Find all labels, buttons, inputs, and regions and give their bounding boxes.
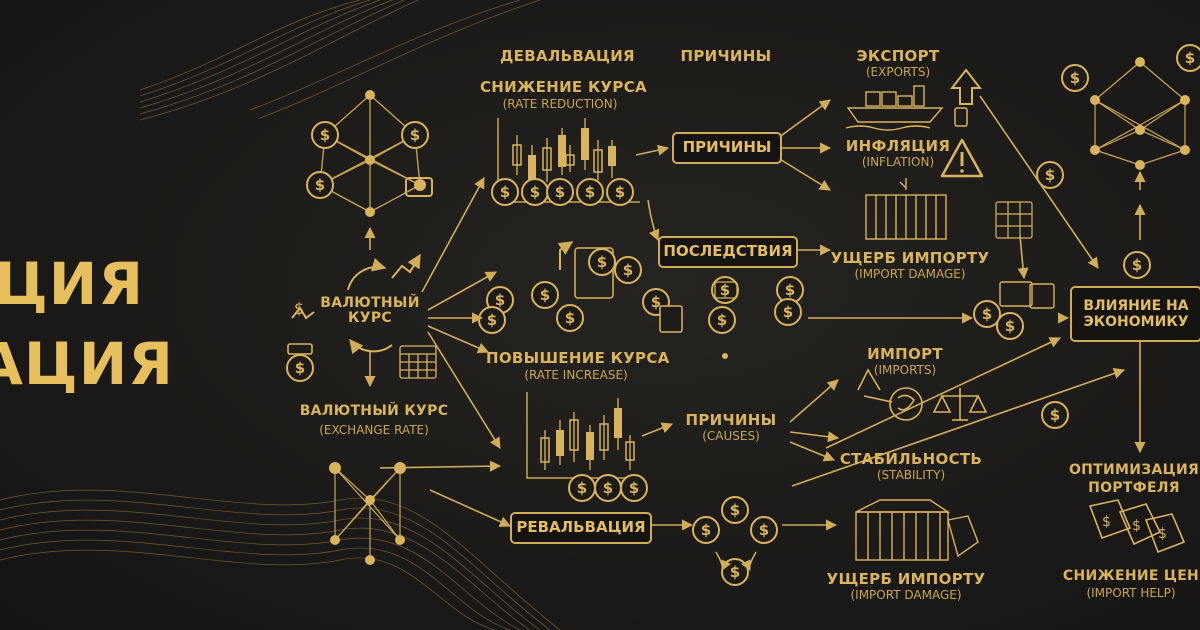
causes-header: ПРИЧИНЫ bbox=[680, 47, 772, 65]
causes-label-en: (CAUSES) bbox=[702, 429, 760, 443]
warning-icon bbox=[940, 138, 984, 178]
network-icon-bottom bbox=[334, 467, 401, 560]
exchange-rate-caption: ВАЛЮТНЫЙ КУРС bbox=[299, 403, 449, 419]
svg-text:$: $ bbox=[1132, 518, 1141, 534]
stability-label: СТАБИЛЬНОСТЬ bbox=[839, 450, 983, 468]
dollar-coin-icon bbox=[306, 171, 334, 199]
network-nodes-top bbox=[306, 90, 433, 217]
rate-reduction-label: СНИЖЕНИЕ КУРСА bbox=[480, 78, 647, 96]
exchange-rate-node: ВАЛЮТНЫЙ КУРС bbox=[320, 295, 420, 327]
consequences-box: ПОСЛЕДСТВИЯ bbox=[658, 236, 798, 268]
import-damage-bottom-label: УЩЕРБ ИМПОРТУ bbox=[826, 570, 986, 588]
candlestick-chart-icon-middle bbox=[526, 392, 648, 502]
export-label: ЭКСПОРТ bbox=[856, 47, 940, 65]
rate-reduction-label-en: (RATE REDUCTION) bbox=[502, 97, 618, 111]
wave-lines-top bbox=[139, 0, 541, 121]
rate-increase-label-en: (RATE INCREASE) bbox=[524, 368, 628, 382]
causes-box: ПРИЧИНЫ bbox=[672, 132, 782, 164]
imports-label-en: (IMPORTS) bbox=[873, 363, 937, 377]
devaluation-header: ДЕВАЛЬВАЦИЯ bbox=[500, 47, 635, 65]
export-up-arrow-icon bbox=[949, 68, 983, 127]
candlestick-chart-icon-top bbox=[491, 118, 640, 206]
dollar-coin-icon bbox=[286, 354, 314, 382]
coin-cycle-icon bbox=[692, 496, 778, 586]
rate-increase-label: ПОВЫШЕНИЕ КУРСА bbox=[486, 349, 670, 367]
hero-title-line2: АЦИЯ bbox=[0, 330, 174, 398]
price-tags-icon: $ $ $ bbox=[1088, 499, 1186, 554]
flow-arrows bbox=[364, 95, 1146, 531]
inflation-label-en: (INFLATION) bbox=[861, 155, 935, 169]
network-icon-top bbox=[319, 94, 421, 213]
imports-scale-icon bbox=[857, 368, 988, 421]
dollar-coin-icon bbox=[311, 121, 339, 149]
coin-cluster-center bbox=[478, 241, 1055, 359]
svg-text:$: $ bbox=[1102, 514, 1111, 530]
revaluation-box: РЕВАЛЬВАЦИЯ bbox=[510, 512, 652, 544]
container-icon-bottom bbox=[855, 499, 979, 561]
dollar-coin-icon bbox=[401, 121, 429, 149]
portfolio-optimization-label: ОПТИМИЗАЦИЯ ПОРТФЕЛЯ bbox=[1068, 462, 1200, 496]
import-damage-bottom-label-en: (IMPORT DAMAGE) bbox=[850, 588, 962, 602]
ship-icon bbox=[845, 85, 944, 131]
hero-title-line1: ЦИЯ bbox=[0, 250, 145, 318]
inflation-label: ИНФЛЯЦИЯ bbox=[845, 137, 951, 155]
export-label-en: (EXPORTS) bbox=[865, 65, 931, 79]
causes-label: ПРИЧИНЫ bbox=[685, 411, 777, 429]
coin-stack-icon bbox=[405, 177, 433, 197]
svg-text:$: $ bbox=[1158, 526, 1167, 542]
import-damage-label: УЩЕРБ ИМПОРТУ bbox=[830, 249, 990, 267]
economy-impact-box: ВЛИЯНИЕ НА ЭКОНОМИКУ bbox=[1070, 286, 1200, 342]
import-damage-label-en: (IMPORT DAMAGE) bbox=[854, 267, 966, 281]
container-icon-top bbox=[865, 178, 947, 240]
svg-text:$: $ bbox=[294, 299, 304, 318]
calendar-icon bbox=[399, 345, 437, 379]
dollar-coin-icon bbox=[1123, 251, 1151, 279]
exchange-cycle-icon: $ bbox=[291, 253, 421, 355]
price-reduction-label-en: (IMPORT HELP) bbox=[1086, 586, 1176, 600]
network-icon-right bbox=[1094, 61, 1186, 166]
price-reduction-label: СНИЖЕНИЕ ЦЕН bbox=[1062, 568, 1200, 584]
calculator-icon bbox=[995, 201, 1033, 239]
exchange-rate-caption-en: (EXCHANGE RATE) bbox=[319, 423, 429, 437]
stability-label-en: (STABILITY) bbox=[876, 468, 946, 482]
imports-label: ИМПОРТ bbox=[867, 345, 943, 363]
